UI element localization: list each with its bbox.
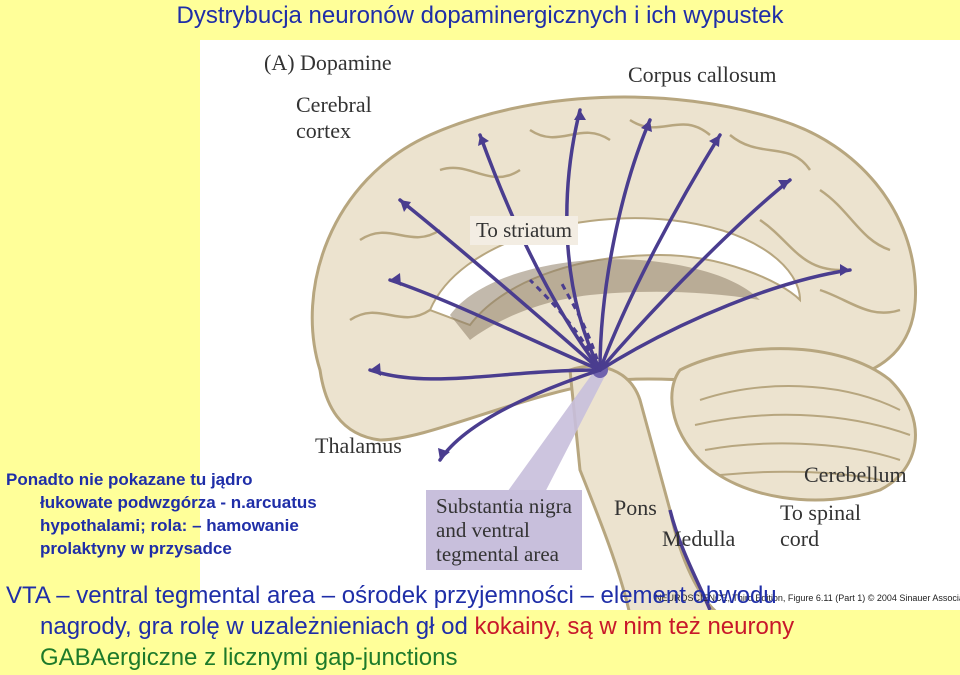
brain-diagram [310,95,918,610]
note-line-4: prolaktyny w przysadce [40,539,232,558]
label-cord: cord [780,526,820,551]
vta-line-1: VTA – ventral tegmental area – ośrodek p… [6,582,777,609]
striatum-pathways [528,278,602,371]
vta-line-2-a: nagrody, gra rolę w uzależnieniach gł od [40,613,475,640]
label-corpus-callosum: Corpus callosum [628,62,777,87]
cerebellum-shape [670,347,917,502]
label-substantia-nigra-line1: Substantia nigra [436,494,572,518]
substantia-nigra-pointer [500,370,608,502]
note-line-2: łukowate podwzgórza - n.arcuatus [40,493,317,512]
vta-line-2: nagrody, gra rolę w uzależnieniach gł od… [6,611,956,642]
label-to-spinal: To spinal [780,500,861,525]
label-pons: Pons [614,495,657,520]
label-cerebral: Cerebral [296,92,372,117]
label-thalamus: Thalamus [315,433,402,458]
figure-credit: NEUROSCIENCE, Third Edition, Figure 6.11… [655,593,960,603]
cerebellum-folia [694,385,911,481]
label-substantia-nigra-line2: and ventral [436,518,530,542]
pathway-arrowheads [370,110,850,460]
label-substantia-nigra-line3: tegmental area [436,542,560,566]
label-substantia-nigra: Substantia nigra and ventral tegmental a… [426,490,582,570]
dopamine-pathways [368,108,852,462]
vta-description: VTA – ventral tegmental area – ośrodek p… [6,580,956,673]
panel-label: (A) Dopamine [264,50,392,75]
note-line-3: hypothalami; rola: – hamowanie [40,516,299,535]
gyri-lines [349,118,901,322]
label-cerebellum: Cerebellum [804,462,907,487]
cocaine-word: kokainy [474,613,555,640]
brain-figure: (A) Dopamine Cerebral cortex Corpus call… [200,40,960,610]
label-to-striatum: To striatum [470,216,578,245]
label-cortex: cortex [296,118,351,143]
label-medulla: Medulla [662,526,736,551]
note-line-1: Ponadto nie pokazane tu jądro [6,470,253,489]
slide-title: Dystrybucja neuronów dopaminergicznych i… [176,2,784,29]
arcuate-note: Ponadto nie pokazane tu jądro łukowate p… [6,468,317,560]
vta-line-3: GABAergiczne z licznymi gap-junctions [40,644,458,671]
spinal-cord-pathway [668,509,712,610]
vta-line-2-c: , są w nim też neurony [554,613,795,640]
